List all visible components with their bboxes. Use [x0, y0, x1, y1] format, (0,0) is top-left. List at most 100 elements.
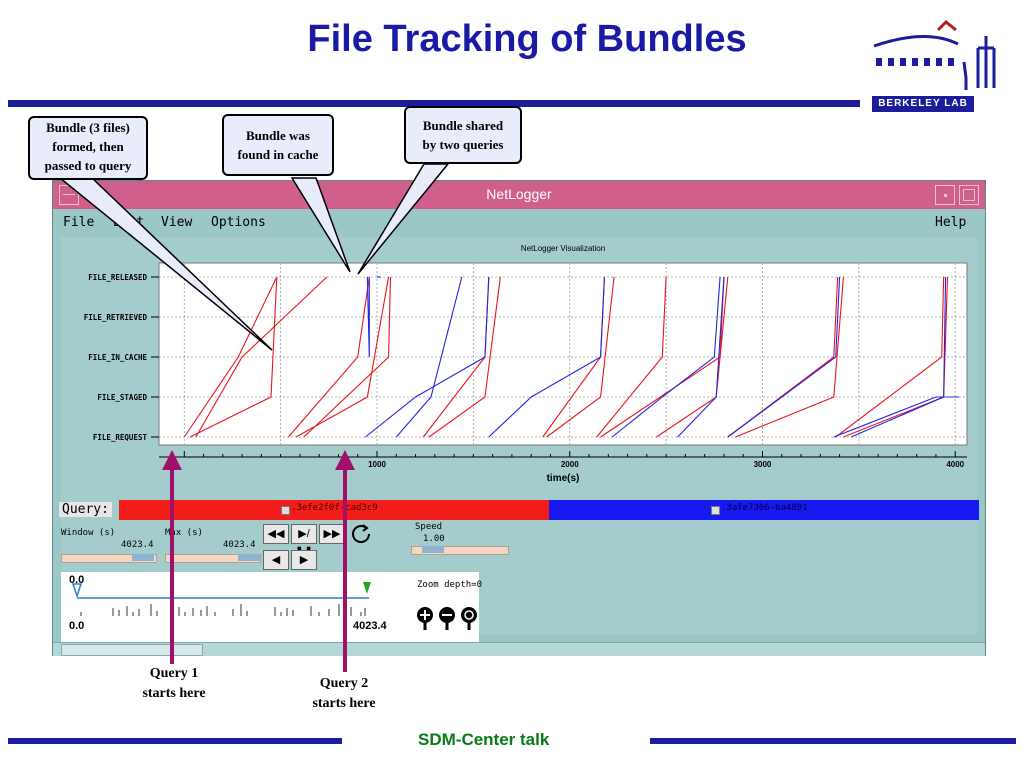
query-1-note: Query 1 starts here: [124, 664, 224, 704]
lab-building-icon: [873, 19, 996, 90]
timeline-end-marker-icon: [363, 582, 371, 594]
zoom-reset-icon[interactable]: [459, 606, 479, 630]
timeline-low-label: 0.0: [69, 620, 85, 632]
max-time-slider-thumb[interactable]: [238, 554, 260, 561]
menu-bar: File Edit View Options Help: [53, 209, 985, 237]
query-2-arrowhead-icon: [335, 450, 355, 470]
query-1-arrowhead-icon: [162, 450, 182, 470]
menu-view[interactable]: View: [161, 215, 193, 230]
timeline-start-label: 0.0: [69, 574, 85, 586]
logo-text: BERKELEY LAB: [872, 96, 974, 112]
query-segment-2[interactable]: .3afe7306-6a4891: [549, 500, 979, 520]
callout-bundle-formed: Bundle (3 files) formed, then passed to …: [28, 116, 148, 180]
series-1-trace: [195, 276, 328, 438]
callout-1-tail: [57, 177, 273, 351]
callout-1-line-1: Bundle (3 files): [46, 120, 130, 135]
series-1-trace: [189, 276, 278, 438]
series-2-trace: [395, 276, 463, 438]
query-segment-1-id: .3efe2f0f-cad3c9: [291, 503, 378, 513]
series-2-trace: [488, 276, 605, 438]
status-strip: [53, 642, 985, 656]
window-size-slider[interactable]: [61, 554, 157, 563]
x-tick-label: 2000: [561, 460, 579, 469]
y-tick-label: FILE_IN_CACHE: [88, 353, 147, 362]
berkeley-lab-logo: [866, 18, 1016, 114]
menu-options[interactable]: Options: [211, 215, 266, 230]
max-time-label: Max (s): [165, 528, 203, 538]
query-segment-1[interactable]: .3efe2f0f-cad3c9: [119, 500, 549, 520]
window-size-slider-thumb[interactable]: [132, 554, 154, 561]
speed-slider[interactable]: [411, 546, 509, 555]
control-panel: Window (s) 4023.4 Max (s) 4023.4 ◀◀ ▶/❚❚…: [53, 522, 985, 656]
zoom-out-icon[interactable]: [437, 606, 457, 630]
callout-2-line-2: found in cache: [237, 147, 319, 162]
timeline-start-marker-icon: [71, 583, 83, 599]
zoom-in-icon[interactable]: [415, 606, 435, 630]
callout-3-line-1: Bundle shared: [422, 118, 504, 133]
x-tick-label: 1000: [368, 460, 386, 469]
slide-title: File Tracking of Bundles: [307, 18, 747, 60]
callout-tails: [57, 163, 450, 351]
query-row: Query: .3efe2f0f-cad3c9 .3afe7306-6a4891: [53, 500, 985, 522]
series-2-trace: [365, 276, 490, 438]
series-1-trace: [183, 276, 278, 438]
callout-2-tail: [290, 177, 351, 273]
refresh-icon[interactable]: [349, 522, 373, 546]
y-tick-label: FILE_REQUEST: [93, 433, 148, 442]
y-tick-label: FILE_RELEASED: [88, 273, 147, 282]
x-tick-label: 3000: [754, 460, 772, 469]
query-2-note-line-2: starts here: [312, 696, 376, 711]
step-forward-button[interactable]: ▶: [291, 550, 317, 570]
window-title: NetLogger: [486, 186, 552, 202]
callout-1-line-3: passed to query: [44, 158, 132, 173]
title-rule: [8, 100, 860, 107]
chart-title: NetLogger Visualization: [521, 244, 605, 253]
footer-text: SDM-Center talk: [418, 730, 550, 749]
timeline-end-label: 4023.4: [353, 620, 387, 632]
callout-2-line-1: Bundle was: [246, 128, 310, 143]
query-segment-1-marker-icon: [281, 506, 290, 515]
minimize-icon[interactable]: [935, 185, 955, 205]
menu-file[interactable]: File: [63, 215, 95, 230]
series-1-trace: [596, 276, 667, 438]
callout-3-line-2: by two queries: [422, 137, 504, 152]
footer-rule-right: [650, 738, 1016, 744]
step-back-button[interactable]: ◀: [263, 550, 289, 570]
series-1-trace: [303, 276, 392, 438]
zoom-depth-label: Zoom depth=0: [417, 580, 483, 590]
x-tick-label: 4000: [946, 460, 964, 469]
callout-bundle-shared: Bundle shared by two queries: [404, 106, 522, 164]
timeline-plot: [71, 582, 371, 616]
timeline-overview[interactable]: 0.0 0.0 4023.4: [61, 572, 409, 642]
query-2-note-line-1: Query 2: [319, 676, 369, 691]
query-label: Query:: [59, 502, 112, 517]
fast-forward-button[interactable]: ▶▶: [319, 524, 345, 544]
y-tick-label: FILE_RETRIEVED: [84, 313, 148, 322]
max-time-value: 4023.4: [223, 540, 256, 550]
status-tab: [61, 644, 203, 656]
footer-rule-left: [8, 738, 342, 744]
callout-1-line-2: formed, then: [52, 139, 124, 154]
x-axis-label: time(s): [547, 473, 580, 484]
series-1-trace: [546, 276, 615, 438]
window-titlebar[interactable]: NetLogger: [53, 181, 985, 209]
rewind-button[interactable]: ◀◀: [263, 524, 289, 544]
menu-help[interactable]: Help: [935, 215, 967, 230]
series-2-trace: [850, 276, 947, 438]
speed-label: Speed: [415, 522, 443, 532]
query-1-note-line-2: starts here: [142, 686, 206, 701]
series-2-trace: [366, 276, 370, 358]
query-2-note: Query 2 starts here: [294, 674, 394, 714]
window-size-label: Window (s): [61, 528, 116, 538]
series-2-trace: [611, 276, 721, 438]
callout-3-tail: [357, 163, 450, 275]
plot-area: [158, 262, 968, 446]
maximize-icon[interactable]: [959, 185, 979, 205]
max-time-slider[interactable]: [165, 554, 261, 563]
series-2-trace: [833, 396, 960, 438]
speed-slider-thumb[interactable]: [422, 546, 444, 553]
callout-bundle-cached: Bundle was found in cache: [222, 114, 334, 176]
query-segment-2-id: .3afe7306-6a4891: [721, 503, 808, 513]
